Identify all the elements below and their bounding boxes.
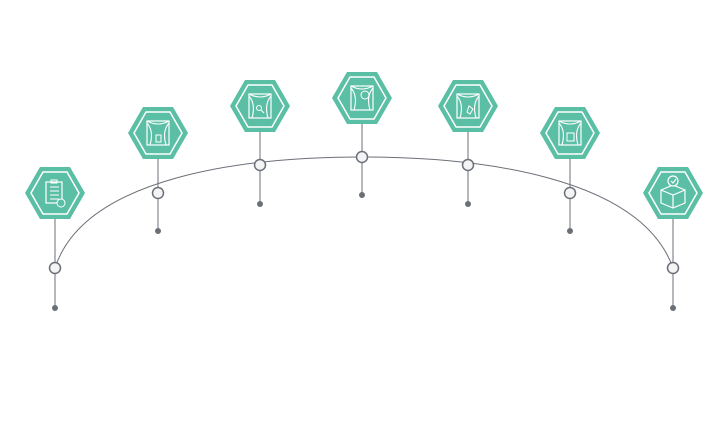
end-dot [52,305,58,311]
timeline-node [151,186,165,200]
end-dot [670,305,676,311]
timeline-step [540,107,600,234]
end-dot [155,228,161,234]
timeline-node [666,261,680,275]
curtain-stage-clipboard-icon [558,120,582,146]
end-dot [257,201,263,207]
end-dot [567,228,573,234]
step-hexagon [643,167,703,219]
timeline-step [128,107,188,234]
curtain-stage-search-icon [248,93,272,119]
timeline-step [643,167,703,311]
timeline-step [438,80,498,207]
step-hexagon [25,167,85,219]
box-check-icon [660,175,686,209]
timeline-node [253,158,267,172]
timeline-arc [54,156,674,269]
timeline-step [230,80,290,207]
step-hexagon [438,80,498,132]
timeline-step [332,72,392,198]
timeline-node [355,150,369,164]
timeline-node [563,186,577,200]
timeline-step [25,167,85,311]
timeline-node [48,261,62,275]
clipboard-checklist-icon [45,179,66,208]
curtain-stage-bottle-icon [146,120,170,146]
curtain-stage-tag-icon [456,93,480,119]
end-dot [359,192,365,198]
step-hexagon [128,107,188,159]
curtain-stage-badge-icon [350,85,374,111]
end-dot [465,201,471,207]
timeline-node [461,158,475,172]
